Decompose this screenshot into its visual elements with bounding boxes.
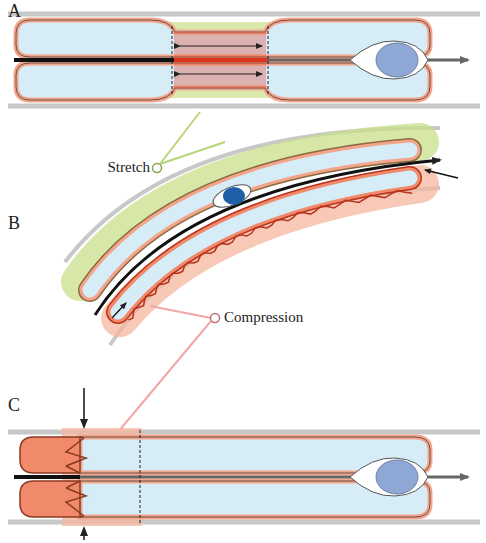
panel-letter: B xyxy=(8,214,20,234)
panel-letter: A xyxy=(8,2,21,22)
compression-leader xyxy=(118,306,220,432)
panel-c xyxy=(8,388,480,540)
panel-a xyxy=(8,14,480,106)
panel-letter: C xyxy=(8,396,20,416)
callout-label: Compression xyxy=(224,309,303,326)
panel-b xyxy=(65,128,458,345)
callout-label: Stretch xyxy=(108,159,151,176)
